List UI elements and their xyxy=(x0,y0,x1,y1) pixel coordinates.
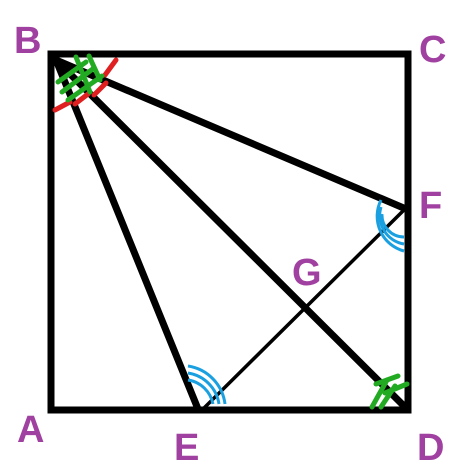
point-label-a: A xyxy=(17,409,44,451)
angle-arcs-blue-e xyxy=(187,364,227,405)
point-label-g: G xyxy=(292,252,322,294)
point-label-f: F xyxy=(419,185,442,227)
point-label-b: B xyxy=(14,20,41,62)
segment-bd xyxy=(52,56,410,412)
point-label-d: D xyxy=(417,427,444,469)
segment-bf xyxy=(52,56,410,213)
square-abcd xyxy=(47,50,412,414)
point-label-c: C xyxy=(419,29,446,71)
angle-arcs-blue-f xyxy=(375,199,405,253)
point-label-e: E xyxy=(174,427,199,469)
angle-marks-red xyxy=(52,57,119,113)
segment-be xyxy=(52,56,202,413)
angle-marks-green-b xyxy=(55,53,105,103)
angle-marks-green-d xyxy=(369,373,410,410)
segment-ef xyxy=(201,208,406,411)
